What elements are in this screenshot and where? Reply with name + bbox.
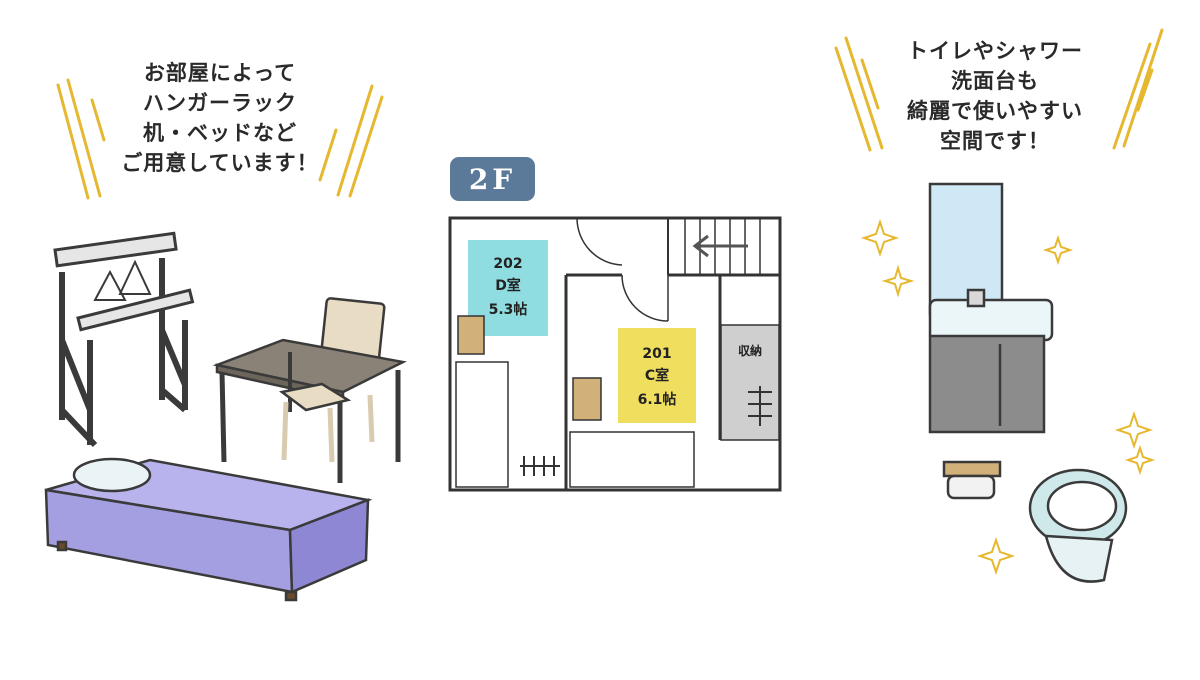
toilet-illustration bbox=[1028, 468, 1128, 583]
right-caption-line: 空間です！ bbox=[940, 129, 1050, 153]
floor-plan bbox=[448, 216, 782, 492]
right-caption-line: 洗面台も bbox=[951, 69, 1039, 93]
desk-and-chair-illustration bbox=[212, 297, 407, 483]
left-caption-line: ご用意しています！ bbox=[121, 151, 319, 175]
room-202-name: D室 bbox=[495, 277, 521, 294]
right-caption-line: 綺麗で使いやすい bbox=[907, 99, 1083, 123]
storage-label: 収納 bbox=[738, 343, 762, 358]
emphasis-lines-right bbox=[834, 28, 1164, 152]
room-201-number: 201 bbox=[642, 346, 671, 362]
left-caption: お部屋によって ハンガーラック 机・ベッドなど ご用意しています！ bbox=[100, 58, 340, 178]
floor-badge: 2F bbox=[450, 157, 535, 201]
right-caption-line: トイレやシャワー bbox=[907, 39, 1083, 63]
left-caption-line: 机・ベッドなど bbox=[143, 121, 297, 145]
left-caption-line: ハンガーラック bbox=[143, 91, 297, 115]
room-201-size: 6.1帖 bbox=[638, 391, 677, 408]
washbasin-illustration bbox=[928, 182, 1054, 434]
room-201-name: C室 bbox=[645, 367, 669, 384]
sparkle-icons bbox=[860, 218, 1156, 576]
emphasis-lines-left bbox=[56, 78, 384, 200]
room-202-size: 5.3帖 bbox=[489, 301, 528, 318]
bed-illustration bbox=[44, 457, 373, 602]
right-caption: トイレやシャワー 洗面台も 綺麗で使いやすい 空間です！ bbox=[880, 36, 1110, 156]
room-202-number: 202 bbox=[493, 256, 522, 272]
hanger-rack-illustration bbox=[53, 231, 195, 448]
left-caption-line: お部屋によって bbox=[143, 61, 297, 85]
paper-holder-illustration bbox=[942, 460, 1002, 500]
